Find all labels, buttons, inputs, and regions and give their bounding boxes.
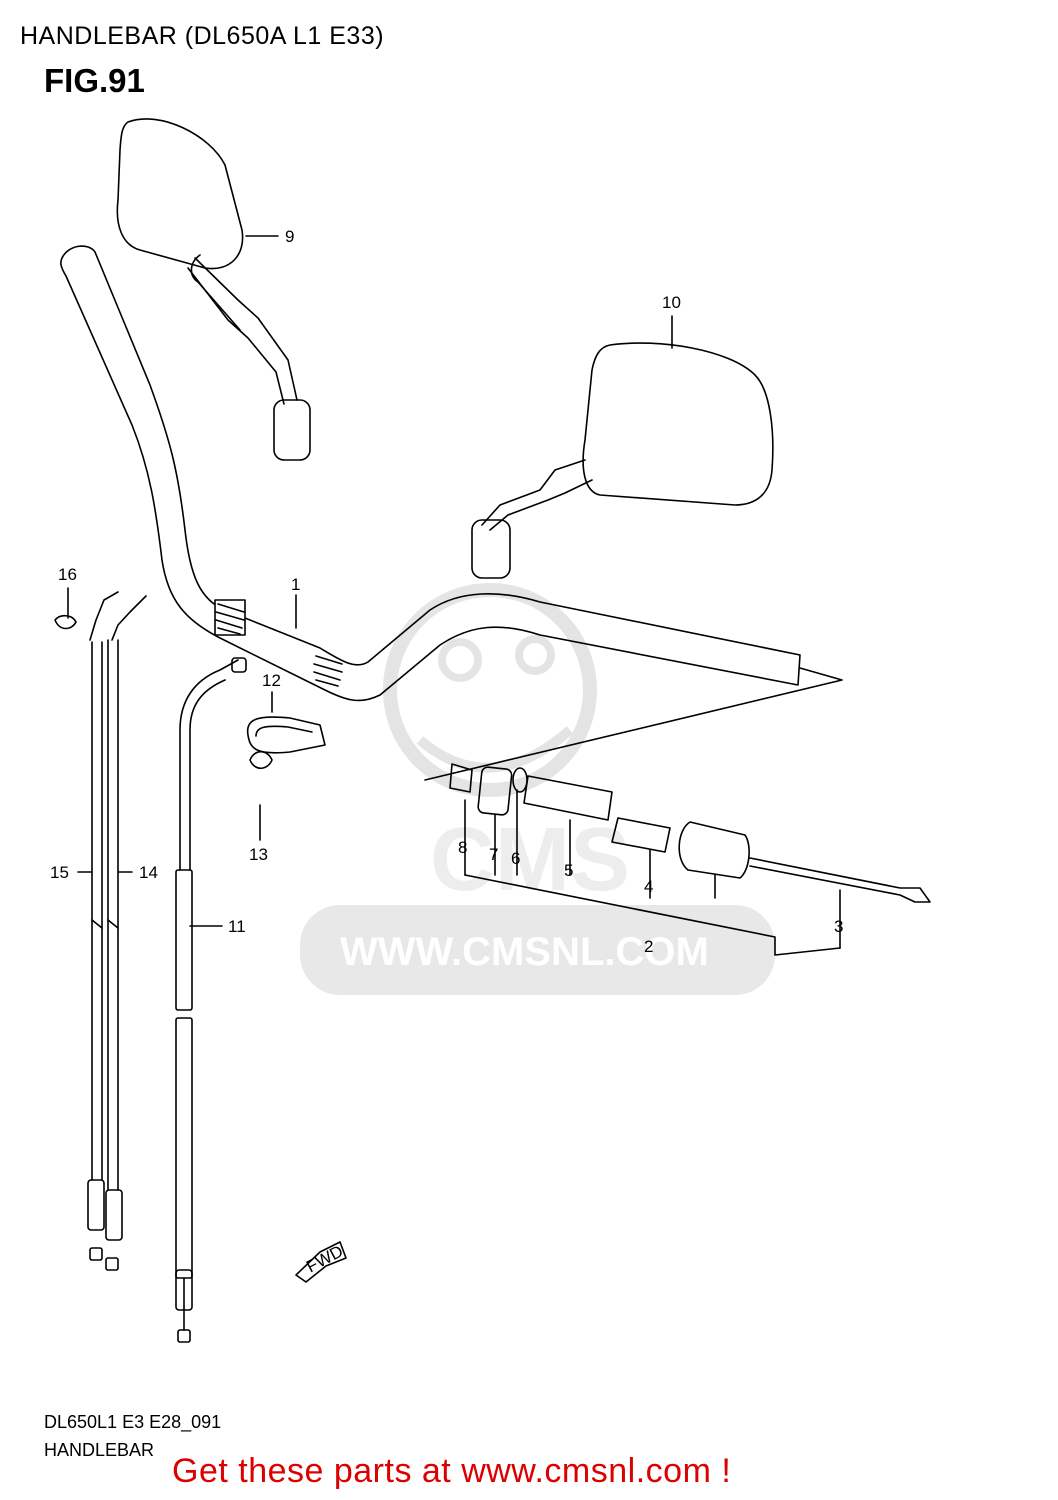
callout-15: 15	[50, 863, 69, 882]
bar-end-assembly	[449, 763, 931, 956]
cable-clamp	[54, 614, 326, 770]
callout-labels: 9 10 1 16 12 13 15 14 11 8 7 6 5 4 2 3 F…	[50, 227, 843, 1276]
diagram-code: DL650L1 E3 E28_091	[44, 1412, 222, 1432]
callout-8: 8	[458, 838, 467, 857]
callout-11: 11	[228, 917, 246, 936]
callout-4: 4	[644, 877, 653, 896]
callout-2: 2	[644, 937, 653, 956]
fwd-badge-text: FWD	[303, 1242, 346, 1277]
handlebar	[60, 245, 843, 781]
callout-14: 14	[139, 863, 158, 882]
throttle-cables	[87, 591, 147, 1271]
callout-5: 5	[564, 861, 573, 880]
page-title: HANDLEBAR (DL650A L1 E33)	[20, 22, 385, 50]
mirror-right	[471, 342, 774, 579]
callout-16: 16	[58, 565, 77, 584]
callout-6: 6	[511, 849, 520, 868]
watermark-url: WWW.CMSNL.COM	[340, 930, 709, 974]
callout-10: 10	[662, 293, 681, 312]
mirror-left	[116, 118, 311, 461]
clutch-cable	[175, 657, 247, 1343]
callout-12: 12	[262, 671, 281, 690]
callout-1: 1	[291, 575, 300, 594]
leader-lines	[67, 235, 673, 927]
diagram-name: HANDLEBAR	[44, 1440, 155, 1460]
callout-9: 9	[285, 227, 294, 246]
watermark-brand: CMS	[430, 810, 630, 910]
callout-3: 3	[834, 917, 843, 936]
figure-number: FIG.91	[44, 62, 145, 99]
promo-link[interactable]: Get these parts at www.cmsnl.com !	[172, 1452, 732, 1490]
fwd-arrow-icon	[295, 1241, 347, 1283]
callout-13: 13	[249, 845, 268, 864]
watermark: CMS WWW.CMSNL.COM	[300, 583, 775, 995]
callout-7: 7	[489, 845, 498, 864]
